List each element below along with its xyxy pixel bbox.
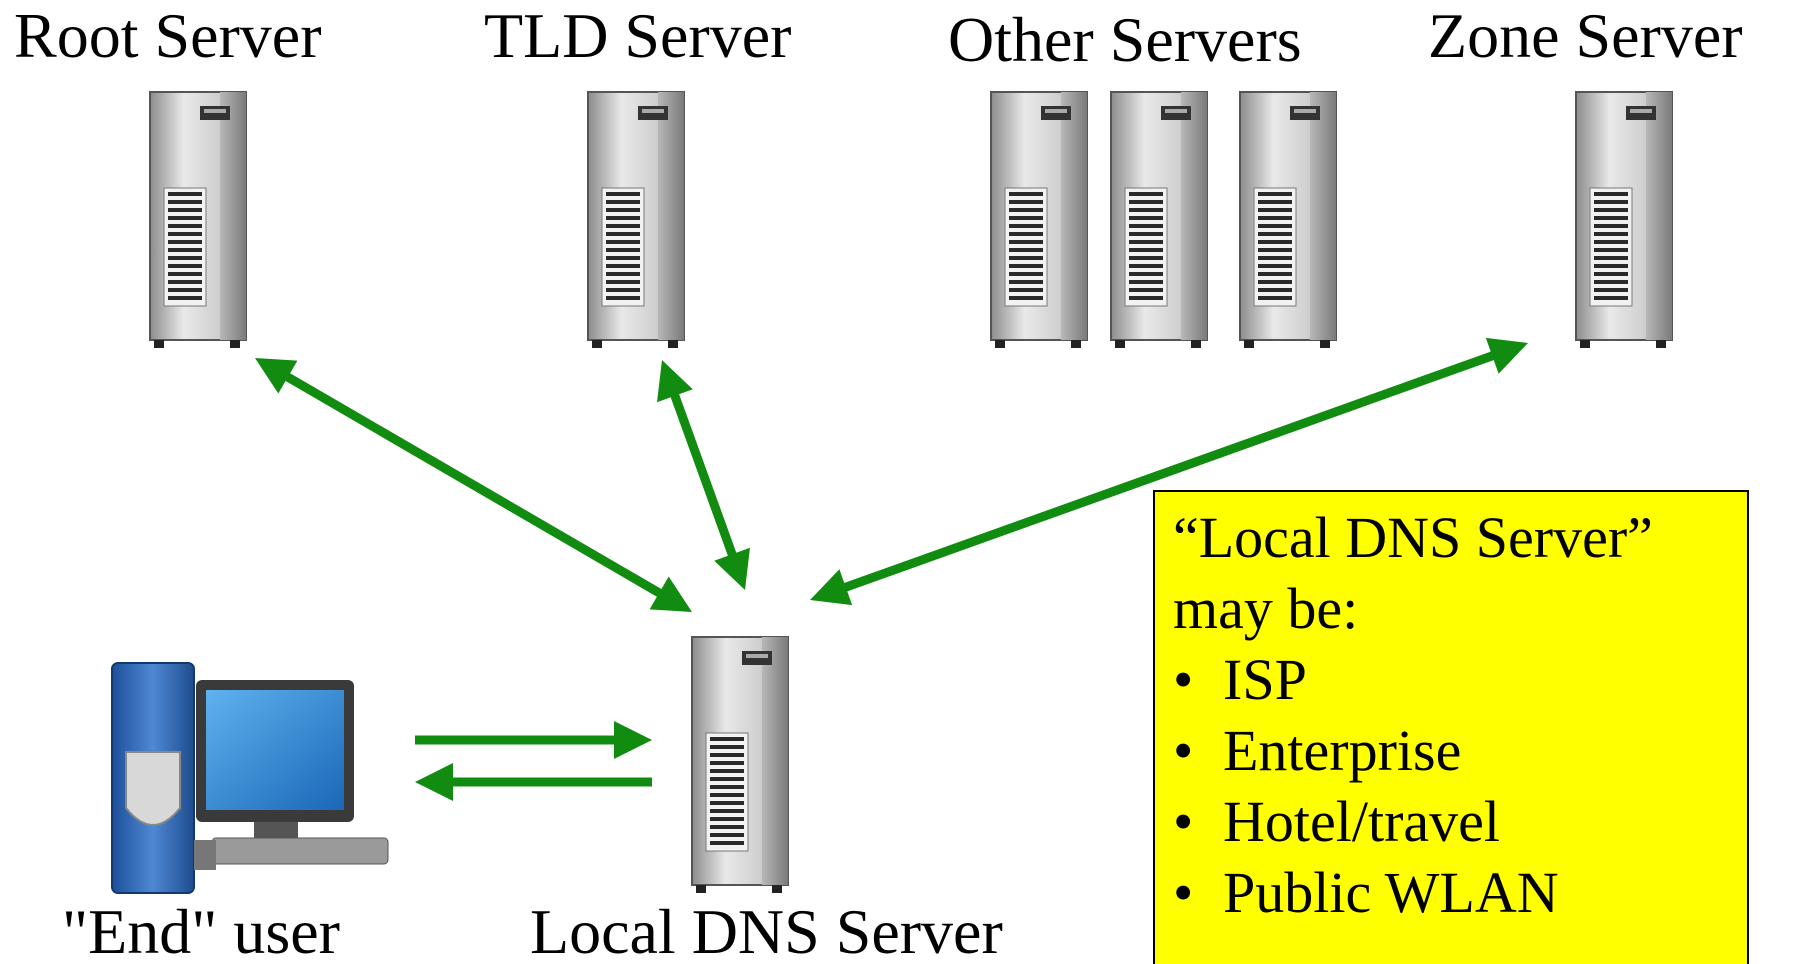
arrow-root-local-shaft — [282, 371, 665, 599]
local-dns-server-icon — [691, 636, 789, 894]
bullet-icon: • — [1173, 860, 1194, 925]
label-local-dns-server: Local DNS Server — [530, 896, 1003, 964]
arrow-user-to-local-head-end — [614, 721, 652, 759]
label-root-server: Root Server — [14, 0, 322, 71]
arrow-zone-local-head-start — [1485, 337, 1528, 374]
note-item-label: Enterprise — [1223, 718, 1462, 783]
arrow-tld-local-head-start — [657, 360, 693, 403]
arrow-zone-local-shaft — [840, 350, 1498, 593]
label-other-servers: Other Servers — [948, 4, 1302, 75]
note-item-label: Hotel/travel — [1223, 789, 1501, 854]
note-title-line2: may be: — [1173, 576, 1359, 641]
other-server-icon-3 — [1239, 91, 1337, 349]
label-zone-server: Zone Server — [1428, 0, 1743, 71]
arrow-local-to-user-head-end — [415, 763, 453, 801]
bullet-icon: • — [1173, 789, 1194, 854]
label-end-user: "End" user — [62, 896, 340, 964]
bullet-icon: • — [1173, 718, 1194, 783]
arrow-tld-local-head-end — [714, 547, 750, 590]
arrow-tld-local-shaft — [669, 390, 738, 560]
note-item-label: Public WLAN — [1223, 860, 1559, 925]
note-list-item: • Enterprise — [1173, 715, 1729, 786]
note-list-item: • ISP — [1173, 644, 1729, 715]
other-server-icon-2 — [1110, 91, 1208, 349]
desktop-computer-icon — [111, 662, 389, 894]
arrow-zone-local-head-end — [810, 569, 853, 606]
zone-server-icon — [1575, 91, 1673, 349]
note-item-label: ISP — [1223, 647, 1307, 712]
tld-server-icon — [587, 91, 685, 349]
bullet-icon: • — [1173, 647, 1194, 712]
other-server-icon-1 — [990, 91, 1088, 349]
label-tld-server: TLD Server — [484, 0, 792, 71]
note-list: • ISP • Enterprise • Hotel/travel • Public W… — [1173, 644, 1729, 928]
note-title-line1: “Local DNS Server” — [1173, 505, 1653, 570]
arrows-group — [255, 337, 1528, 801]
local-dns-note: “Local DNS Server” may be: • ISP • Enterpr… — [1153, 490, 1749, 964]
arrow-root-local-head-start — [255, 358, 298, 394]
note-list-item: • Hotel/travel — [1173, 786, 1729, 857]
root-server-icon — [149, 91, 247, 349]
arrow-root-local-head-end — [649, 576, 692, 612]
note-list-item: • Public WLAN — [1173, 857, 1729, 928]
